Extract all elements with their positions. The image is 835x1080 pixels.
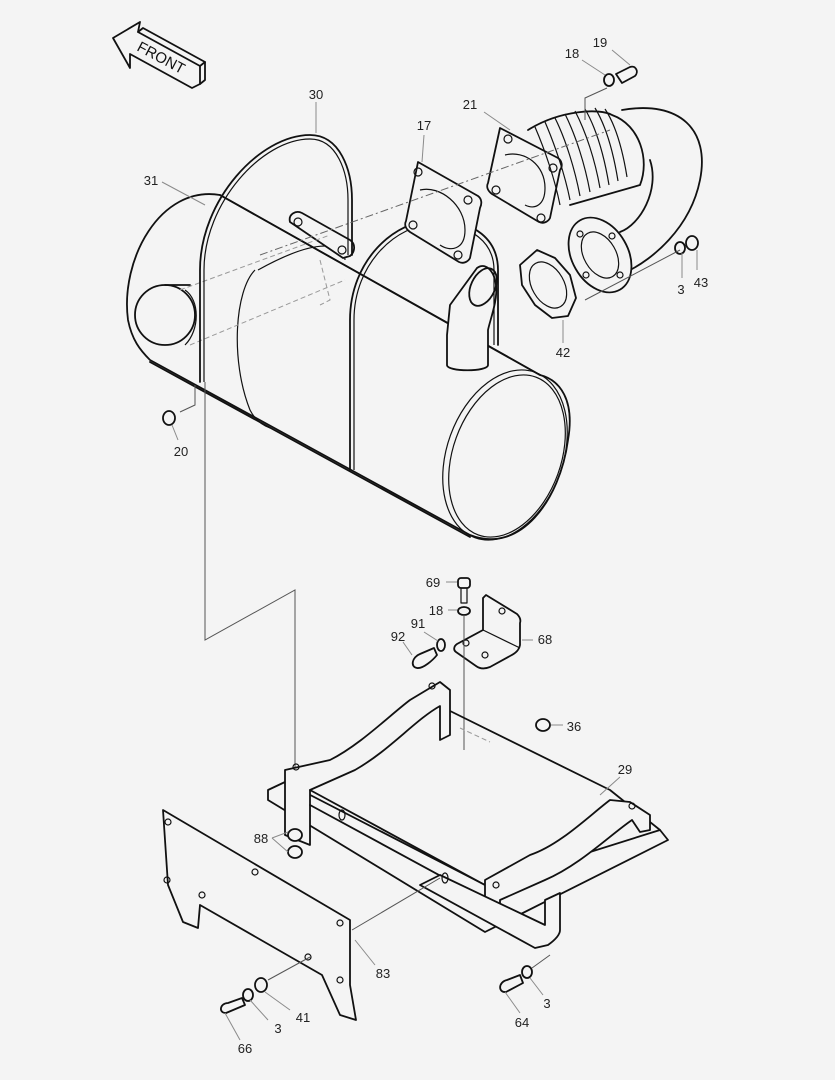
callout-88: 88 <box>254 831 268 846</box>
gasket-42 <box>519 249 577 319</box>
angle-bracket-68 <box>411 577 551 750</box>
callout-83: 83 <box>376 966 390 981</box>
callout-64: 64 <box>515 1015 529 1030</box>
callout-68: 68 <box>538 632 552 647</box>
bellows-pipe-21 <box>486 107 703 294</box>
support-plate-83 <box>162 809 441 1021</box>
callout-69: 69 <box>426 575 440 590</box>
callout-3-lower: 3 <box>274 1021 281 1036</box>
callout-91: 91 <box>411 616 425 631</box>
assembly-axes <box>179 87 681 770</box>
gasket-17 <box>404 161 483 264</box>
callout-43: 43 <box>694 275 708 290</box>
callout-18-lower: 18 <box>429 603 443 618</box>
callout-29: 29 <box>618 762 632 777</box>
callout-66: 66 <box>238 1041 252 1056</box>
callout-3: 3 <box>677 282 684 297</box>
muffler <box>126 193 571 541</box>
fasteners-top <box>162 65 699 426</box>
callout-92: 92 <box>391 629 405 644</box>
callout-20: 20 <box>174 444 188 459</box>
front-arrow-icon: FRONT <box>112 21 206 89</box>
callout-18: 18 <box>565 46 579 61</box>
callout-21: 21 <box>463 97 477 112</box>
fasteners-bottom <box>220 954 551 1014</box>
callout-42: 42 <box>556 345 570 360</box>
mounting-bracket-29 <box>267 681 669 949</box>
callout-31: 31 <box>144 173 158 188</box>
callout-17: 17 <box>417 118 431 133</box>
callout-36: 36 <box>567 719 581 734</box>
callout-41: 41 <box>296 1010 310 1025</box>
leader-lines <box>161 49 698 1041</box>
callout-labels: 19 18 21 30 17 31 3 43 42 20 69 18 91 92… <box>144 35 708 1056</box>
callout-19: 19 <box>593 35 607 50</box>
callout-30: 30 <box>309 87 323 102</box>
callout-3-right: 3 <box>543 996 550 1011</box>
